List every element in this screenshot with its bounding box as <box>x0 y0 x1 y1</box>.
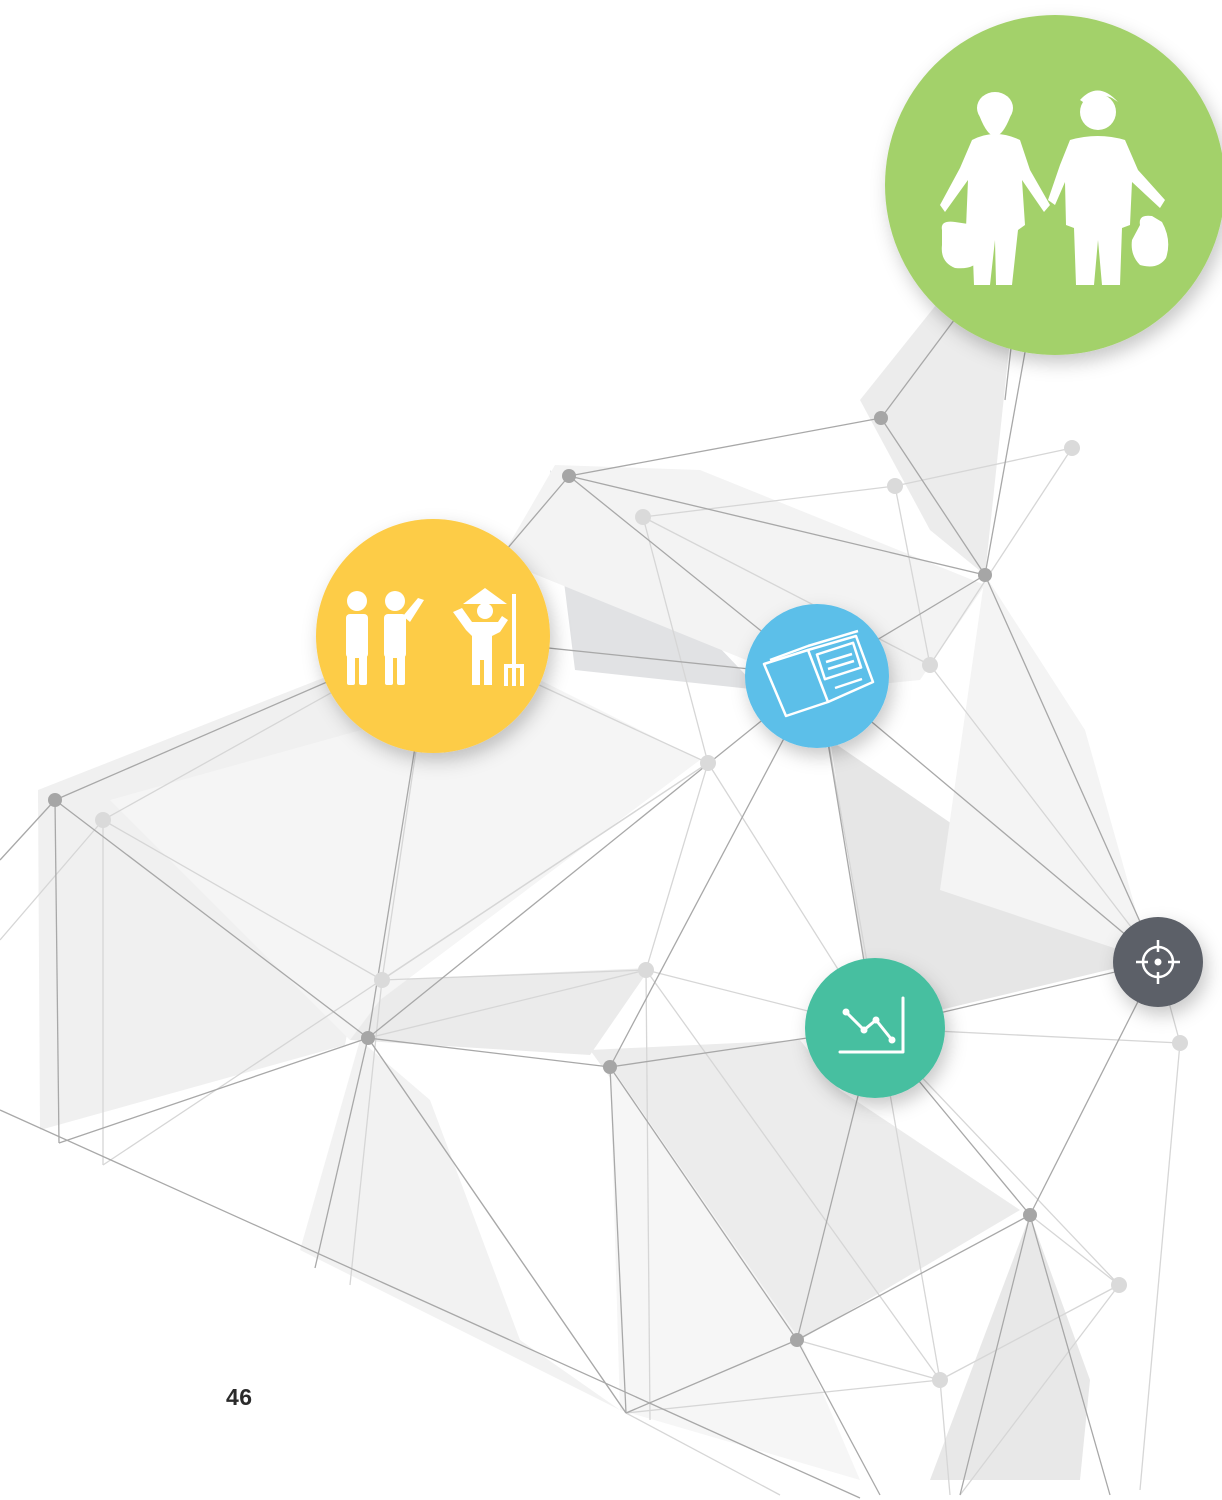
people-and-farmer-icon <box>316 519 550 753</box>
light-nodes <box>95 440 1188 1388</box>
background-shapes <box>38 300 1150 1480</box>
declining-chart-icon <box>805 958 945 1098</box>
target-crosshair-icon <box>1113 917 1203 1007</box>
dark-nodes <box>48 411 1037 1347</box>
women-carrying-water-icon <box>885 15 1222 355</box>
open-book-icon <box>745 604 889 748</box>
page-number: 46 <box>226 1384 253 1410</box>
